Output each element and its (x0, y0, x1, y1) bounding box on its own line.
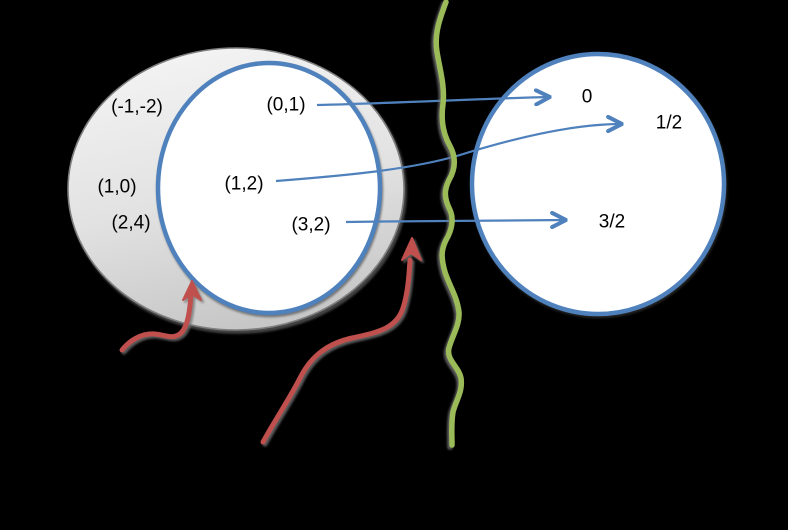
mapping-arrow-1-2-to-1-2 (275, 124, 621, 183)
divider-squiggle (433, 0, 465, 448)
domain-element-2-4: (2,4) (111, 212, 151, 234)
divider-squiggle-group (433, 0, 465, 448)
subset-element-3-2: (3,2) (291, 214, 331, 236)
codomain-element-1-2: 1/2 (655, 112, 683, 134)
domain-element-neg1-neg2: (-1,-2) (111, 96, 163, 118)
red-arrow-right-stem (260, 257, 413, 445)
codomain-element-3-2: 3/2 (598, 211, 626, 233)
subset-element-0-1: (0,1) (266, 94, 306, 116)
codomain-element-0: 0 (581, 86, 593, 108)
subset-element-1-2: (1,2) (224, 173, 264, 195)
red-annotation-arrow-right (260, 237, 422, 445)
domain-element-1-0: (1,0) (97, 176, 137, 198)
codomain-circle (469, 51, 727, 317)
red-arrow-left-stem (119, 291, 194, 353)
subset-circle (155, 60, 383, 316)
mapping-arrow-0-1-to-0 (316, 97, 549, 105)
codomain-circle-group (469, 51, 727, 317)
mapping-arrows (275, 97, 621, 222)
red-arrow-right-head (401, 237, 422, 261)
mapping-arrow-3-2-to-3-2 (345, 220, 565, 222)
red-arrow-left-head (182, 280, 202, 301)
subset-circle-group (155, 60, 383, 316)
red-annotation-arrow-left (119, 280, 202, 353)
